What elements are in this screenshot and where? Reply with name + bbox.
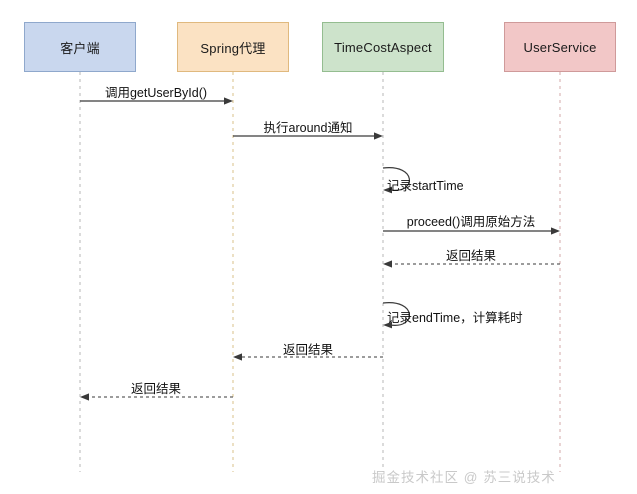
message-label-m4: proceed()调用原始方法: [406, 215, 536, 229]
message-label-m2: 执行around通知: [263, 121, 353, 135]
message-arrowhead-m1: [224, 97, 233, 105]
actor-label-client: 客户端: [60, 40, 100, 56]
actor-label-user-service: UserService: [523, 39, 597, 55]
actor-box-client[interactable]: 客户端: [24, 22, 136, 72]
message-label-m5: 返回结果: [445, 249, 497, 263]
actor-label-spring-proxy: Spring代理: [200, 40, 266, 56]
actor-label-time-cost-aspect: TimeCostAspect: [334, 39, 432, 55]
message-arrowhead-m8: [80, 393, 89, 401]
message-label-m1: 调用getUserById(): [104, 86, 208, 100]
message-arrowhead-m4: [551, 227, 560, 235]
message-arrowhead-m2: [374, 132, 383, 140]
actor-box-spring-proxy[interactable]: Spring代理: [177, 22, 289, 72]
message-arrowhead-m5: [383, 260, 392, 268]
actor-box-user-service[interactable]: UserService: [504, 22, 616, 72]
message-arrow-m6: [382, 302, 410, 326]
message-arrowhead-m3: [383, 186, 392, 194]
watermark-text: 掘金技术社区 @ 苏三说技术: [372, 470, 556, 485]
message-arrowhead-m6: [383, 321, 392, 329]
message-arrowhead-m7: [233, 353, 242, 361]
actor-box-time-cost-aspect[interactable]: TimeCostAspect: [322, 22, 444, 72]
message-arrow-m3: [382, 167, 410, 191]
message-label-m8: 返回结果: [130, 382, 182, 396]
message-label-m3: 记录startTime: [387, 179, 464, 193]
message-label-m6: 记录endTime，计算耗时: [387, 311, 523, 325]
message-label-m7: 返回结果: [282, 343, 334, 357]
